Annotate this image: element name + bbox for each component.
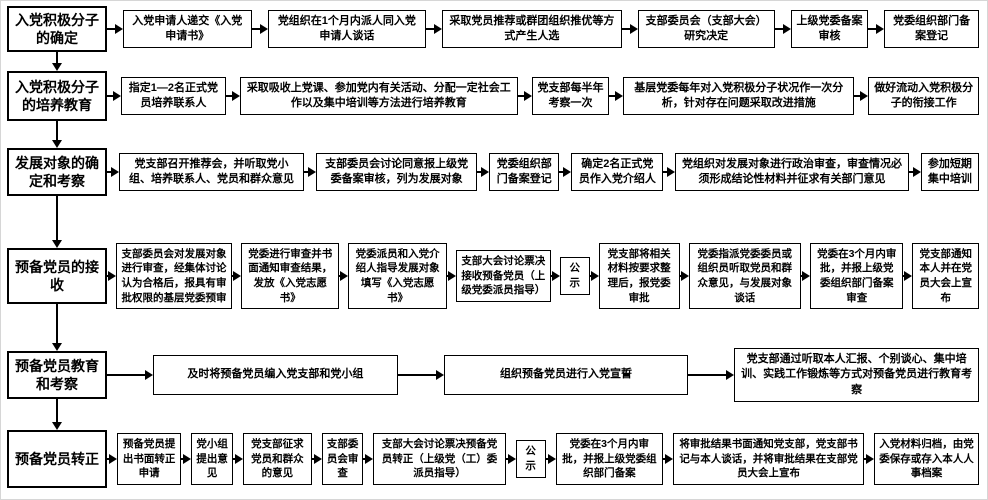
stage-cell: 入党积极分子的培养教育	[7, 71, 107, 121]
arrow-right-icon	[868, 24, 885, 35]
step-box: 支部大会讨论票决接收预备党员（上级党委派员指导）	[455, 249, 551, 303]
arrow-right-icon	[107, 24, 123, 35]
arrow-right-icon	[505, 454, 516, 465]
step-box: 基层党委每年对入党积极分子状况作一次分析，针对存在问题采取改进措施	[623, 76, 855, 116]
step-box: 入党材料归档，由党委保存或存入本人人事档案	[874, 432, 980, 486]
stage-row-2: 入党积极分子的培养教育指定1—2名正式党员培养联系人采取吸收上党课、参加党内有关…	[7, 67, 979, 125]
arrow-right-icon	[363, 454, 374, 465]
step-box: 将审批结果书面通知党支部，党支部书记与本人谈话，并将审批结果在支部党员大会上宣布	[673, 432, 865, 486]
stage-row-1: 入党积极分子的确定入党申请人递交《入党申请书》党组织在1个月内派人同入党申请人谈…	[7, 3, 979, 55]
arrow-right-icon	[107, 454, 117, 465]
step-box: 公示	[515, 440, 546, 478]
step-box: 公示	[559, 257, 590, 295]
stage-row-6: 预备党员转正预备党员提出书面转正申请党小组提出意见党支部征求党员和群众的意见支部…	[7, 421, 980, 497]
stage-row-4: 预备党员的接收支部委员会对发展对象进行审查，经集体讨论认为合格后，报具有审批权限…	[7, 207, 980, 345]
step-box: 上级党委备案审核	[790, 9, 869, 49]
step-box: 支部委员会（支部大会）研究决定	[637, 9, 775, 49]
step-box: 党小组提出意见	[191, 432, 233, 486]
arrow-right-icon	[426, 24, 443, 35]
step-box: 党支部召开推荐会，并听取党小组、培养联系人、党员和群众意见	[119, 152, 305, 192]
step-box: 支部委员会讨论同意报上级党委备案审核，列为发展对象	[316, 152, 478, 192]
step-box: 党支部通过听取本人汇报、个别谈心、集中培训、实践工作锻炼等方式对预备党员进行教育…	[734, 347, 980, 403]
arrow-right-icon	[397, 370, 444, 381]
arrow-right-icon	[903, 271, 913, 282]
step-box: 党组织对发展对象进行政治审查，审查情况必须形成结论性材料并征求有关部门意见	[675, 152, 909, 192]
step-box: 党委在3个月内审批，并报上级党委组织部门备案	[555, 432, 664, 486]
step-box: 参加短期集中培训	[920, 152, 979, 192]
step-box: 做好流动入党积极分子的衔接工作	[868, 76, 979, 116]
stage-cell: 预备党员转正	[7, 430, 107, 488]
step-box: 党委进行审查并书面通知审查结果，发放《入党志愿书》	[241, 242, 340, 310]
stage-cell: 预备党员的接收	[7, 248, 107, 304]
arrow-right-icon	[251, 24, 268, 35]
stage-row-3: 发展对象的确定和考察党支部召开推荐会，并听取党小组、培养联系人、党员和群众意见支…	[7, 143, 979, 201]
stage-cell: 发展对象的确定和考察	[7, 148, 107, 196]
step-box: 确定2名正式党员作入党介绍人	[571, 152, 664, 192]
arrow-right-icon	[550, 271, 560, 282]
arrow-down-icon	[52, 304, 62, 351]
step-box: 党支部每半年考察一次	[531, 76, 610, 116]
arrow-right-icon	[854, 91, 869, 102]
arrow-right-icon	[339, 271, 349, 282]
step-box: 组织预备党员进行入党宣誓	[443, 355, 689, 395]
arrow-right-icon	[908, 167, 921, 178]
arrow-right-icon	[232, 454, 243, 465]
stage-label: 预备党员的接收	[7, 248, 107, 304]
step-box: 指定1—2名正式党员培养联系人	[121, 76, 226, 116]
arrow-right-icon	[774, 24, 791, 35]
step-box: 党支部通知本人并在党员大会上宣布	[912, 242, 980, 310]
arrow-down-icon	[52, 121, 62, 148]
arrow-right-icon	[559, 167, 572, 178]
step-box: 党组织在1个月内派人同入党申请人谈话	[267, 9, 427, 49]
step-box: 党支部将相关材料按要求整理后，报党委审批	[598, 242, 680, 310]
step-box: 支部委员会对发展对象进行审查，经集体讨论认为合格后，报具有审批权限的基层党委预审	[116, 242, 232, 310]
arrow-right-icon	[225, 91, 240, 102]
step-box: 支部委员会审查	[321, 432, 364, 486]
arrow-right-icon	[864, 454, 875, 465]
arrow-right-icon	[545, 454, 556, 465]
arrow-right-icon	[107, 167, 119, 178]
step-box: 党委派员和入党介绍人指导发展对象填写《入党志愿书》	[348, 242, 447, 310]
arrow-down-icon	[52, 196, 62, 248]
arrow-right-icon	[663, 454, 674, 465]
stage-cell: 入党积极分子的确定	[7, 6, 107, 52]
arrow-right-icon	[107, 271, 116, 282]
step-box: 支部大会讨论票决预备党员转正（上级党（工）委派员指导）	[373, 432, 506, 486]
step-box: 党委组织部门备案登记	[489, 152, 560, 192]
arrow-right-icon	[477, 167, 490, 178]
arrow-down-icon	[52, 52, 62, 71]
step-box: 入党申请人递交《入党申请书》	[123, 9, 252, 49]
arrow-right-icon	[107, 370, 153, 381]
arrow-right-icon	[304, 167, 317, 178]
stage-label: 入党积极分子的培养教育	[7, 71, 107, 121]
step-box: 党委指派党委委员或组织员听取党员和群众意见，与发展对象谈话	[688, 242, 802, 310]
stage-label: 预备党员教育和考察	[7, 351, 107, 399]
arrow-right-icon	[589, 271, 599, 282]
arrow-right-icon	[663, 167, 676, 178]
arrow-right-icon	[609, 91, 624, 102]
arrow-right-icon	[446, 271, 456, 282]
arrow-right-icon	[621, 24, 638, 35]
step-box: 党委在3个月内审批，并报上级党委组织部门备案审查	[810, 242, 904, 310]
step-box: 党委组织部门备案登记	[884, 9, 979, 49]
arrow-right-icon	[679, 271, 689, 282]
step-box: 采取吸收上党课、参加党内有关活动、分配一定社会工作以及集中培训等方法进行培养教育	[239, 76, 518, 116]
stage-label: 发展对象的确定和考察	[7, 148, 107, 196]
stage-row-5: 预备党员教育和考察 及时将预备党员编入党支部和党小组 组织预备党员进行入党宣誓 党支部…	[7, 347, 980, 403]
stage-cell: 预备党员教育和考察	[7, 351, 107, 399]
arrow-down-icon	[52, 399, 62, 430]
stage-label: 预备党员转正	[7, 430, 107, 488]
arrow-right-icon	[311, 454, 322, 465]
arrow-right-icon	[107, 91, 121, 102]
arrow-right-icon	[801, 271, 811, 282]
arrow-right-icon	[517, 91, 532, 102]
arrow-right-icon	[232, 271, 241, 282]
arrow-right-icon	[688, 370, 735, 381]
step-box: 及时将预备党员编入党支部和党小组	[153, 355, 398, 395]
stage-label: 入党积极分子的确定	[7, 6, 107, 52]
step-box: 预备党员提出书面转正申请	[117, 432, 182, 486]
arrow-right-icon	[181, 454, 192, 465]
step-box: 党支部征求党员和群众的意见	[242, 432, 312, 486]
step-box: 采取党员推荐或群团组织推优等方式产生人选	[442, 9, 622, 49]
